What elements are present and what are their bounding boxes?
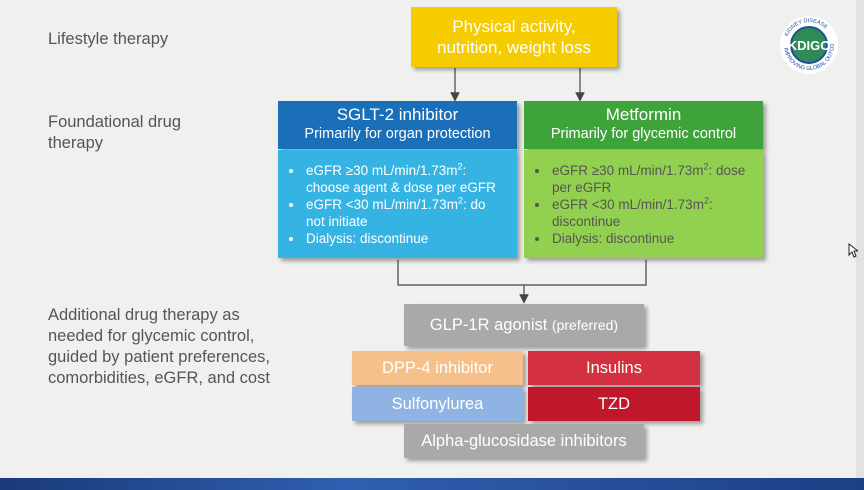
sglt2-subtitle: Primarily for organ protection: [304, 126, 491, 142]
foundational-therapy-label: Foundational drug therapy: [48, 113, 182, 152]
metformin-bullet: Dialysis: discontinue: [550, 230, 753, 247]
glp1-box: GLP-1R agonist (preferred): [404, 304, 644, 346]
metformin-subtitle: Primarily for glycemic control: [550, 126, 737, 142]
tzd-box: TZD: [528, 387, 700, 421]
metformin-title: Metformin: [605, 105, 682, 124]
slide-canvas: Lifestyle therapy Foundational drug ther…: [0, 0, 856, 478]
connector-lines: [397, 68, 647, 304]
sulfonylurea-box: Sulfonylurea: [352, 387, 523, 421]
glp1-note: (preferred): [551, 317, 619, 333]
dpp4-box: DPP-4 inhibitor: [352, 351, 523, 385]
alpha-glucosidase-box: Alpha-glucosidase inhibitors: [404, 424, 644, 458]
lifestyle-box-line1: Physical activity,: [452, 17, 576, 36]
glp1-label: GLP-1R agonist: [429, 316, 548, 334]
sglt2-details: eGFR ≥30 mL/min/1.73m2: choose agent & d…: [278, 150, 517, 258]
metformin-header: Metformin Primarily for glycemic control: [524, 101, 763, 149]
bottom-bar: [0, 478, 864, 490]
sglt2-bullet: eGFR ≥30 mL/min/1.73m2: choose agent & d…: [304, 162, 507, 196]
sglt2-bullet: Dialysis: discontinue: [304, 230, 507, 247]
additional-therapy-label: Additional drug therapy as needed for gl…: [48, 306, 270, 387]
lifestyle-therapy-label: Lifestyle therapy: [48, 30, 169, 48]
window-edge: [856, 0, 864, 478]
lifestyle-box-line2: nutrition, weight loss: [436, 38, 592, 57]
logo-brand: KDIGO: [788, 38, 831, 53]
sglt2-bullet: eGFR <30 mL/min/1.73m2: do not initiate: [304, 196, 507, 230]
lifestyle-box: Physical activity, nutrition, weight los…: [411, 7, 617, 67]
metformin-bullet: eGFR ≥30 mL/min/1.73m2: dose per eGFR: [550, 162, 753, 196]
metformin-bullet: eGFR <30 mL/min/1.73m2: discontinue: [550, 196, 753, 230]
metformin-details: eGFR ≥30 mL/min/1.73m2: dose per eGFR eG…: [524, 150, 763, 258]
insulins-box: Insulins: [528, 351, 700, 385]
kdigo-logo: KIDNEY DISEASE IMPROVING GLOBAL OUTCOMES…: [778, 14, 838, 74]
merge-bracket: [397, 260, 647, 286]
sglt2-title: SGLT-2 inhibitor: [336, 105, 459, 124]
sglt2-header: SGLT-2 inhibitor Primarily for organ pro…: [278, 101, 517, 149]
mouse-cursor-icon: [848, 243, 858, 258]
